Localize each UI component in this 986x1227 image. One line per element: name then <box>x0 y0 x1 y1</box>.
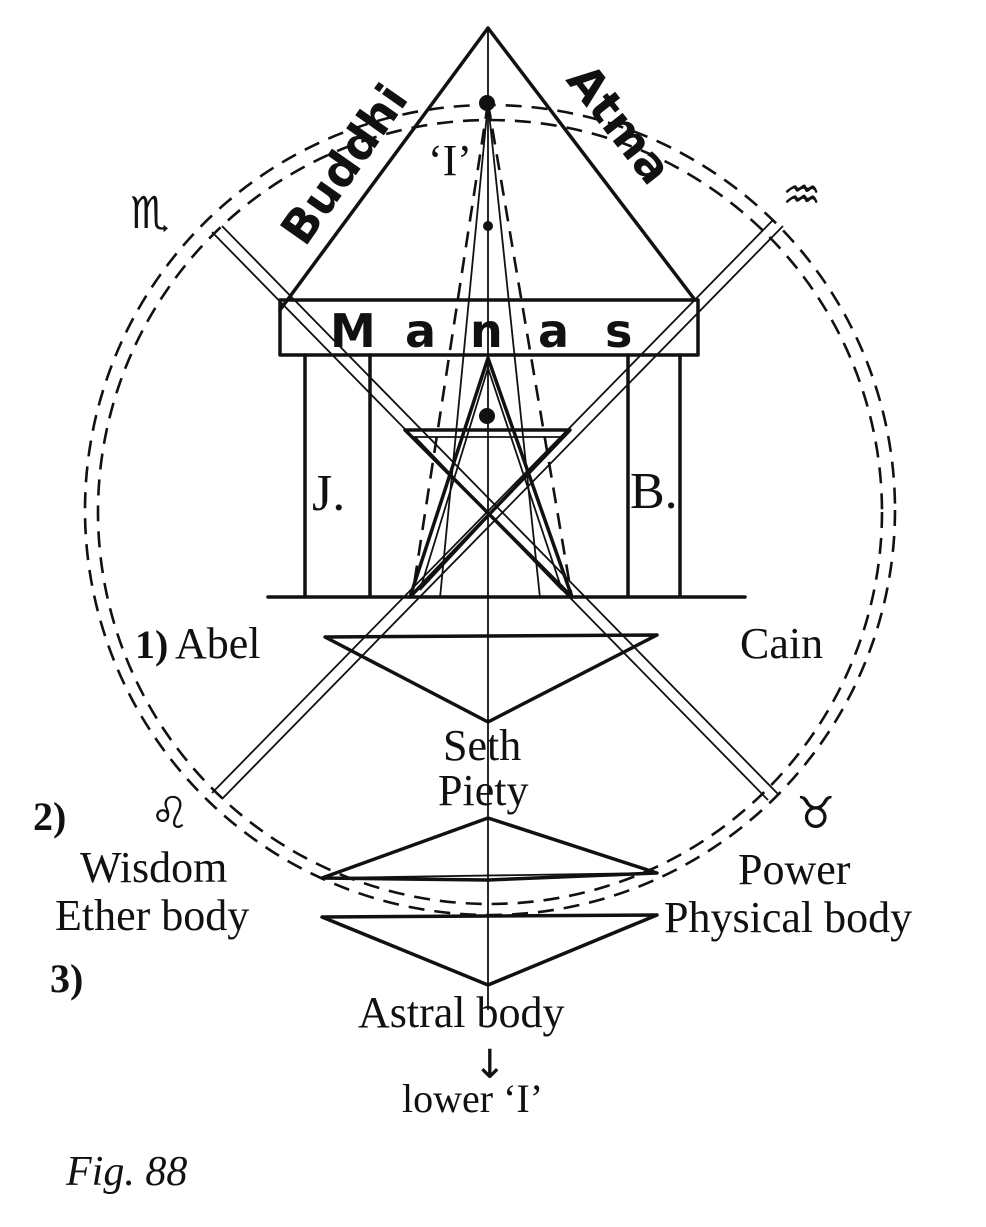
apex-rays <box>410 102 574 599</box>
dot-middle <box>483 221 493 231</box>
wisdom-power-rhombus <box>320 816 659 882</box>
label-wisdom: Wisdom <box>80 843 227 892</box>
label-buddhi: Buddhi <box>270 74 419 254</box>
leo-icon: ♌ <box>150 788 189 839</box>
pillars <box>303 353 682 597</box>
svg-text:a: a <box>405 304 436 358</box>
abel-cain-triangle <box>323 633 659 724</box>
label-manas: M a n a s <box>330 304 632 358</box>
label-abel: Abel <box>175 619 261 668</box>
scorpio-icon: ♏ <box>130 188 169 239</box>
manas-beam <box>278 298 700 357</box>
label-cain: Cain <box>740 619 823 668</box>
svg-text:n: n <box>470 304 503 358</box>
dot-star <box>479 408 495 424</box>
label-number-3: 3) <box>50 956 83 1001</box>
label-ether-body: Ether body <box>55 891 249 940</box>
svg-text:M: M <box>330 304 376 358</box>
label-seth: Seth <box>443 721 521 770</box>
figure-caption: Fig. 88 <box>66 1149 188 1195</box>
label-physical-body: Physical body <box>664 893 912 942</box>
label-astral-body: Astral body <box>358 988 565 1037</box>
pentagram <box>403 356 574 599</box>
label-piety: Piety <box>438 766 528 815</box>
label-i-upper: ‘I’ <box>428 136 472 185</box>
dot-top <box>479 95 495 111</box>
label-abel-number: 1) <box>135 622 168 667</box>
label-number-2: 2) <box>33 794 66 839</box>
label-pillar-j: J. <box>312 465 345 522</box>
taurus-icon: ♉ <box>796 788 835 839</box>
label-atma: Atma <box>556 54 683 195</box>
aquarius-icon: ♒ <box>782 170 821 221</box>
svg-text:s: s <box>605 304 632 358</box>
svg-text:a: a <box>538 304 569 358</box>
astral-triangle <box>320 913 659 987</box>
label-lower-i: lower ‘I’ <box>402 1076 543 1121</box>
arrow-down-icon: ↓ <box>473 1042 507 1088</box>
label-pillar-b: B. <box>630 463 678 520</box>
label-power: Power <box>738 845 851 894</box>
